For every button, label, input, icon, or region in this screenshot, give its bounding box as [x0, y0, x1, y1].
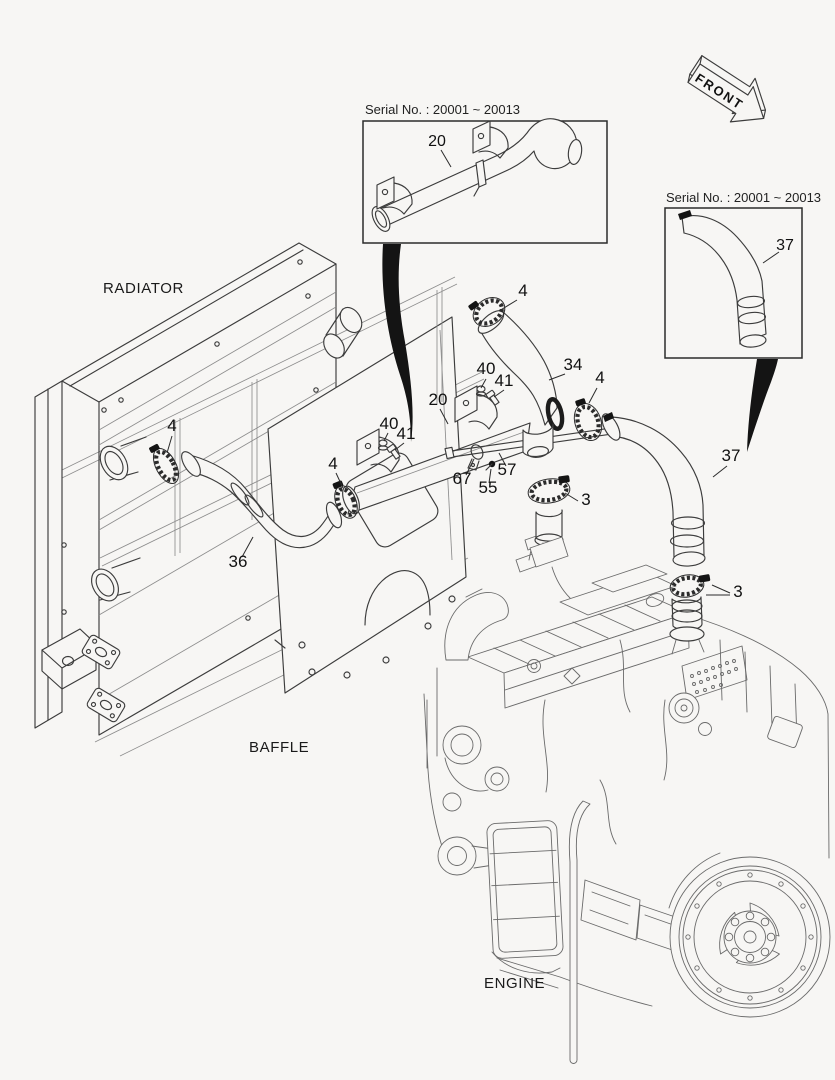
callout-20: 20 — [429, 390, 448, 409]
callout-4: 4 — [518, 281, 527, 300]
callout-3: 3 — [733, 582, 742, 601]
callout-40: 40 — [380, 414, 399, 433]
callout-4: 4 — [328, 454, 337, 473]
clamp-3-hose37-bottom — [669, 574, 711, 598]
inset2-serial-label: Serial No. : 20001 ~ 20013 — [666, 190, 821, 205]
engine-inlet-stub — [669, 596, 705, 655]
callout-57: 57 — [498, 460, 517, 479]
callout-leaders — [166, 299, 731, 596]
hose-36 — [181, 451, 343, 549]
radiator-filler-tube — [323, 306, 363, 359]
baffle-bolts — [298, 595, 456, 679]
radiator-upper-outlet — [99, 436, 147, 481]
hose-37 — [601, 412, 706, 567]
callout-4: 4 — [167, 416, 176, 435]
radiator-lower-outlet — [90, 557, 141, 602]
bolt-40-upper — [475, 385, 487, 397]
clamp-4-hose34-top — [468, 297, 506, 327]
front-direction-arrow: FRONT — [687, 55, 767, 123]
callout-37: 37 — [722, 446, 741, 465]
screw-41-lower — [386, 443, 401, 460]
inset-box-hose37: Serial No. : 20001 ~ 20013 37 — [664, 190, 821, 359]
callout-34: 34 — [564, 355, 583, 374]
engine-drawing — [423, 509, 831, 1064]
inset2-part-number: 37 — [776, 237, 794, 254]
dipstick-tube — [568, 800, 591, 1064]
inset-box-pipe20: Serial No. : 20001 ~ 20013 20 — [362, 102, 608, 244]
callout-3: 3 — [581, 490, 590, 509]
callout-41: 41 — [495, 371, 514, 390]
thermostat-stub — [529, 509, 571, 599]
engine-label: ENGINE — [484, 975, 545, 992]
callout-4: 4 — [595, 368, 604, 387]
clamp-4-radiator-outlet — [149, 443, 180, 484]
callout-67: 67 — [453, 469, 472, 488]
callout-36: 36 — [229, 552, 248, 571]
pipe-20-bracket-lower — [356, 428, 400, 473]
callout-41: 41 — [397, 424, 416, 443]
clip-67 — [467, 444, 484, 471]
callout-55: 55 — [479, 478, 498, 497]
flywheel — [668, 852, 831, 1018]
radiator-bolts — [61, 259, 319, 621]
pipe-20-bracket-upper — [454, 385, 498, 430]
inset1-serial-label: Serial No. : 20001 ~ 20013 — [365, 102, 520, 117]
baffle-label: BAFFLE — [249, 739, 309, 756]
pipe-stub-down — [522, 423, 554, 458]
screw-41-upper — [485, 389, 500, 406]
callout-40: 40 — [477, 359, 496, 378]
radiator-flange-plates — [81, 634, 126, 723]
inset1-part-number: 20 — [428, 133, 446, 150]
swoosh-inset1-pointer — [382, 244, 413, 442]
radiator-label: RADIATOR — [103, 280, 184, 297]
clamp-3-mid — [527, 475, 571, 504]
swoosh-inset2-pointer — [747, 359, 778, 452]
bolt-55 — [485, 460, 496, 471]
clamp-4-hose34-branch — [573, 398, 603, 442]
